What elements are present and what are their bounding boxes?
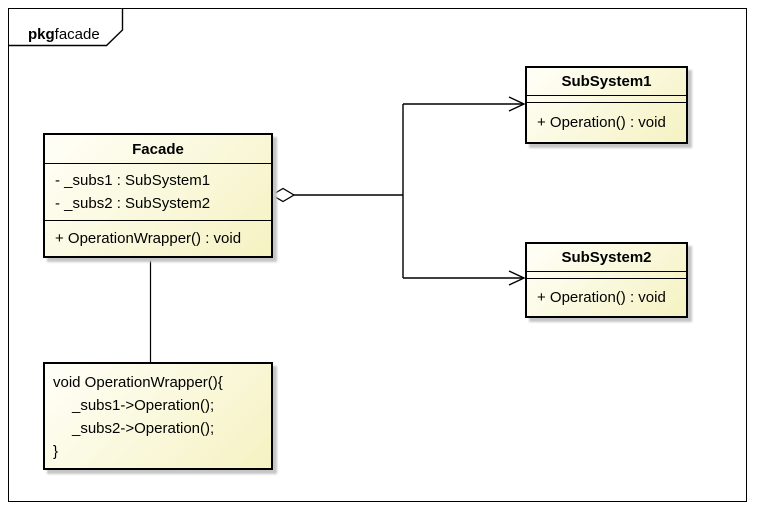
operations-compartment: + OperationWrapper() : void bbox=[45, 220, 271, 256]
code-line: _subs1->Operation(); bbox=[72, 397, 215, 414]
open-arrowhead-icon bbox=[508, 270, 526, 286]
attribute-line: - _subs2 : SubSystem2 bbox=[55, 195, 211, 212]
package-tab: pkgfacade bbox=[28, 26, 100, 43]
code-line: _subs2->Operation(); bbox=[72, 420, 215, 437]
attributes-compartment: - _subs1 : SubSystem1 - _subs2 : SubSyst… bbox=[45, 163, 271, 220]
package-keyword: pkg bbox=[28, 26, 55, 43]
attributes-compartment bbox=[527, 95, 686, 102]
class-box-subsystem2[interactable]: SubSystem2 + Operation() : void bbox=[525, 242, 688, 318]
aggregation-diamond-icon bbox=[270, 187, 296, 203]
open-arrowhead-icon bbox=[508, 96, 526, 112]
operation-line: + Operation() : void bbox=[537, 289, 666, 306]
operation-line: + OperationWrapper() : void bbox=[55, 230, 242, 247]
operations-compartment: + Operation() : void bbox=[527, 278, 686, 316]
operations-compartment: + Operation() : void bbox=[527, 102, 686, 142]
attribute-line: - _subs1 : SubSystem1 bbox=[55, 172, 211, 189]
package-name: facade bbox=[54, 26, 100, 43]
code-note[interactable]: void OperationWrapper(){ _subs1->Operati… bbox=[43, 362, 273, 470]
aggregation-connector[interactable] bbox=[270, 96, 526, 286]
class-title: SubSystem2 bbox=[561, 249, 652, 266]
package-tab-outline bbox=[8, 8, 124, 47]
class-title: Facade bbox=[132, 140, 184, 158]
class-box-facade[interactable]: Facade - _subs1 : SubSystem1 - _subs2 : … bbox=[43, 133, 273, 258]
class-title: SubSystem1 bbox=[561, 73, 652, 90]
code-line: void OperationWrapper(){ bbox=[53, 374, 223, 391]
attributes-compartment bbox=[527, 271, 686, 278]
operation-line: + Operation() : void bbox=[537, 114, 666, 131]
class-box-subsystem1[interactable]: SubSystem1 + Operation() : void bbox=[525, 66, 688, 144]
code-line: } bbox=[53, 443, 59, 460]
